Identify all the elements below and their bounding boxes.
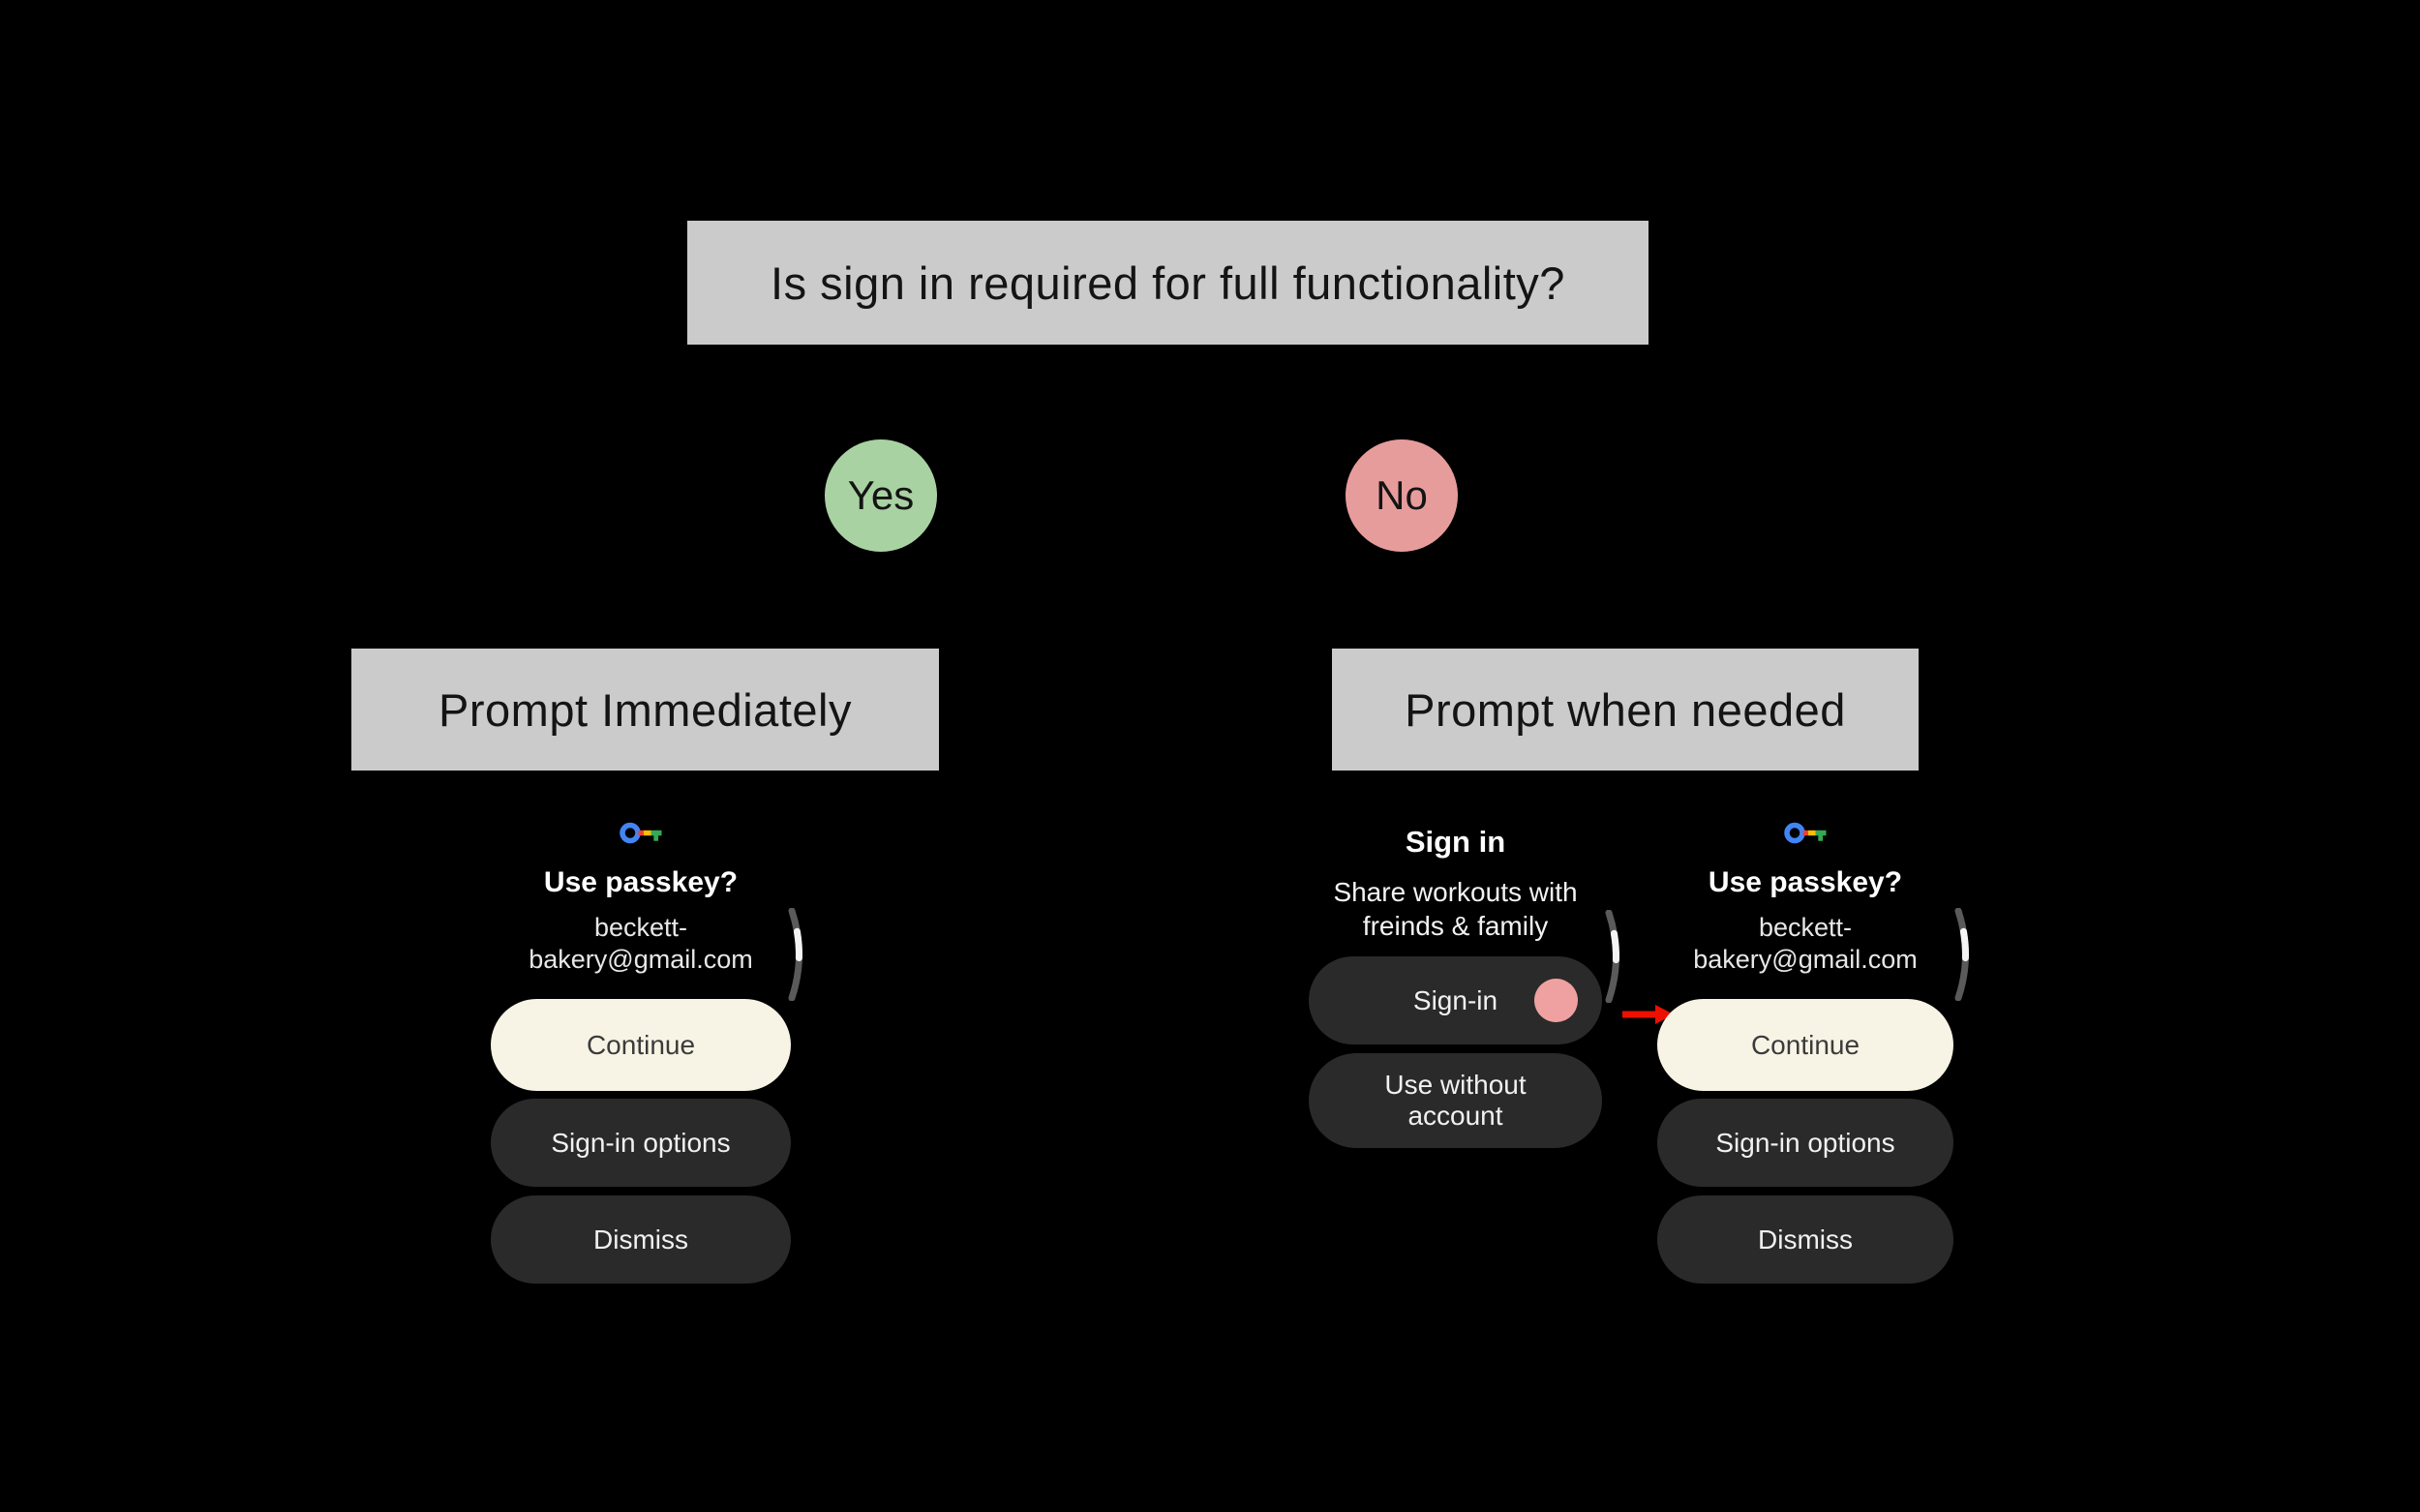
signin-button[interactable]: Sign-in xyxy=(1309,956,1602,1044)
signin-subtitle: Share workouts with freinds & family xyxy=(1280,875,1631,943)
use-without-account-button[interactable]: Use without account xyxy=(1309,1053,1602,1148)
tap-indicator-dot xyxy=(1534,979,1578,1022)
continue-button[interactable]: Continue xyxy=(491,999,791,1091)
continue-button[interactable]: Continue xyxy=(1657,999,1953,1091)
email-line: beckett- xyxy=(593,913,688,942)
dismiss-button[interactable]: Dismiss xyxy=(1657,1195,1953,1284)
outcome-prompt-when-needed-box: Prompt when needed xyxy=(1332,649,1919,771)
watch-screen-passkey-when-needed: Use passkey? beckett- bakery@gmail.com C… xyxy=(1657,813,1969,1297)
signin-options-button[interactable]: Sign-in options xyxy=(491,1099,791,1187)
branch-yes-circle: Yes xyxy=(825,439,937,552)
passkey-title: Use passkey? xyxy=(1708,866,1903,898)
watch-screen-passkey-immediate: Use passkey? beckett- bakery@gmail.com C… xyxy=(491,813,802,1297)
use-without-account-line: Use without xyxy=(1384,1070,1527,1100)
use-without-account-line: account xyxy=(1407,1101,1503,1131)
passkey-key-icon xyxy=(1784,822,1827,844)
question-box: Is sign in required for full functionali… xyxy=(687,221,1649,345)
red-arrow-right-icon xyxy=(1622,1005,1674,1024)
signin-title: Sign in xyxy=(1405,825,1506,859)
signin-button-label: Sign-in xyxy=(1412,984,1498,1015)
passkey-email: beckett- bakery@gmail.com xyxy=(1638,912,1973,976)
email-line: beckett- xyxy=(1758,913,1853,942)
email-line: bakery@gmail.com xyxy=(1693,945,1918,974)
scroll-position-indicator xyxy=(1605,910,1619,1003)
subtitle-line: freinds & family xyxy=(1362,911,1549,941)
subtitle-line: Share workouts with xyxy=(1333,877,1578,907)
signin-options-button[interactable]: Sign-in options xyxy=(1657,1099,1953,1187)
passkey-title: Use passkey? xyxy=(543,866,739,898)
outcome-prompt-immediately-box: Prompt Immediately xyxy=(351,649,939,771)
scroll-position-indicator xyxy=(1954,908,1969,1001)
passkey-email: beckett- bakery@gmail.com xyxy=(471,912,810,976)
passkey-key-icon xyxy=(620,822,662,844)
scroll-position-indicator xyxy=(788,908,802,1001)
branch-no-circle: No xyxy=(1346,439,1458,552)
email-line: bakery@gmail.com xyxy=(529,945,753,974)
watch-screen-signin: Sign in Share workouts with freinds & fa… xyxy=(1309,813,1619,1297)
dismiss-button[interactable]: Dismiss xyxy=(491,1195,791,1284)
